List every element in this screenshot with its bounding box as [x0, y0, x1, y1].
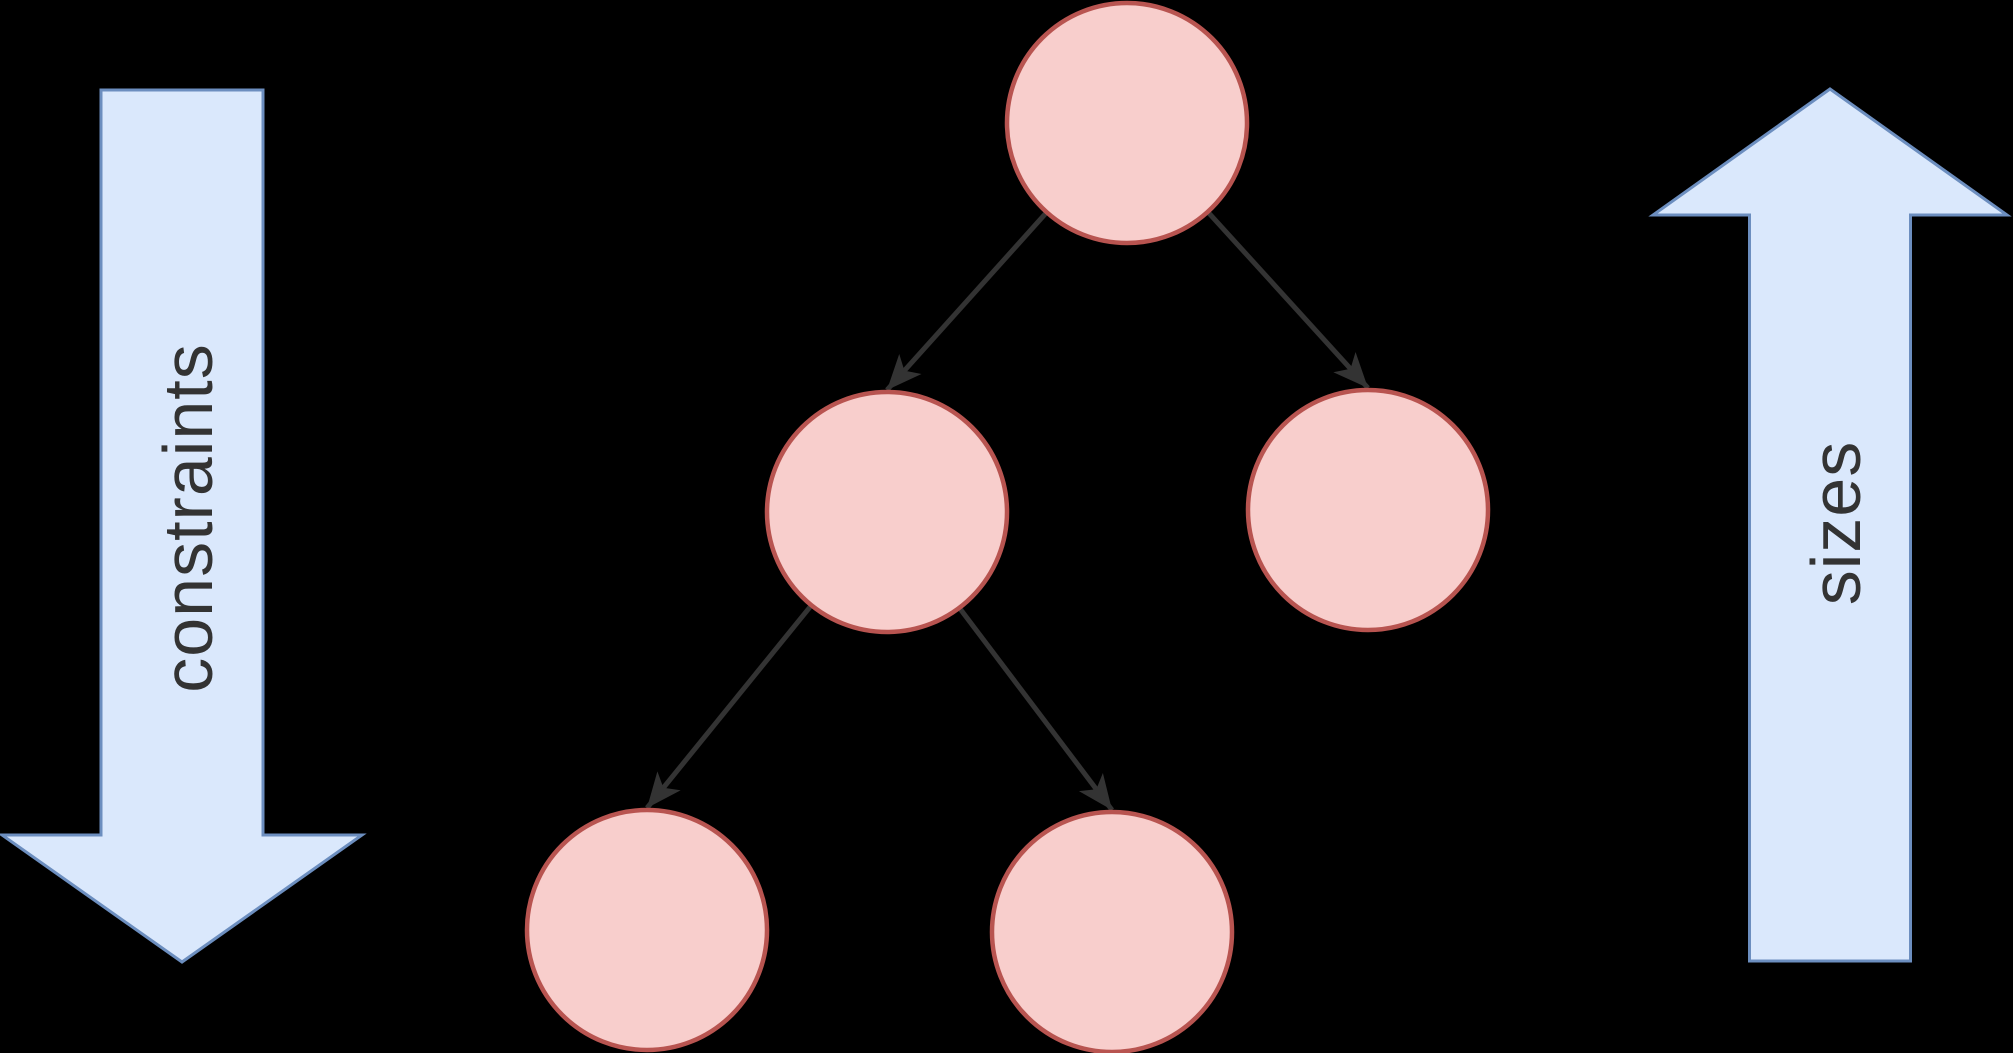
tree-node-right-child	[1245, 387, 1491, 633]
constraints-arrow-label: constraints	[149, 343, 227, 692]
edge-root-to-left-child	[885, 212, 1048, 392]
constraints-arrow	[0, 88, 367, 964]
sizes-arrow	[1648, 87, 2012, 963]
edge-left-child-to-left-grandchild-1	[645, 605, 813, 810]
tree-node-left-grandchild-1	[524, 807, 770, 1053]
tree-node-root	[1004, 0, 1250, 246]
edge-root-to-right-child	[1207, 211, 1370, 390]
edge-left-child-to-left-grandchild-2	[958, 607, 1114, 812]
sizes-arrow-label: sizes	[1797, 441, 1875, 605]
tree-node-left-grandchild-2	[989, 809, 1235, 1053]
tree-node-left-child	[764, 389, 1010, 635]
